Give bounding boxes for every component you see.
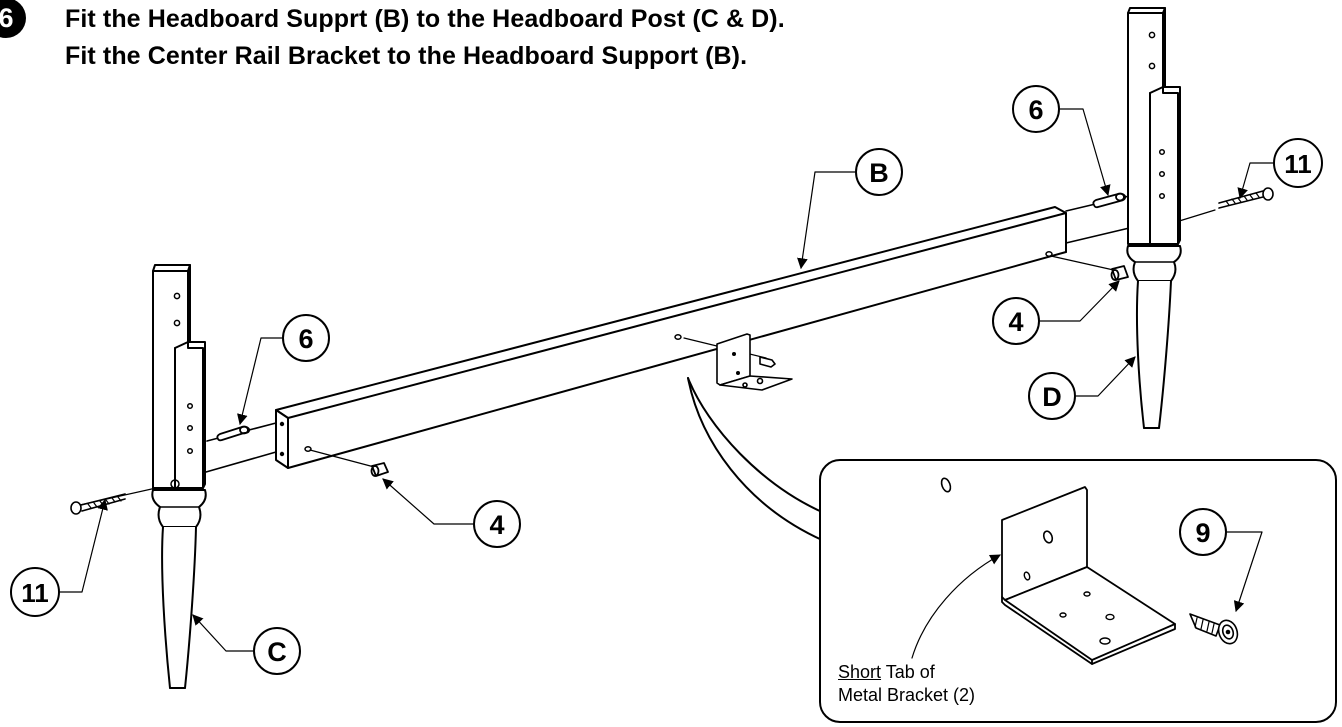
dowel-left <box>216 425 251 442</box>
instruction-line-1: Fit the Headboard Supprt (B) to the Head… <box>65 5 785 33</box>
inset-note-underlined: Short <box>838 662 882 682</box>
headboard-post-left <box>151 264 207 689</box>
callout-barrel-nut-left: 4 <box>473 500 521 548</box>
callout-dowel-left: 6 <box>282 314 330 362</box>
svg-text:6: 6 <box>1028 95 1043 125</box>
center-rail-bracket <box>716 333 793 391</box>
inset-note-rest: Tab of <box>881 662 935 682</box>
inset-note: Short Tab of Metal Bracket (2) <box>838 661 975 707</box>
callout-d: D <box>1028 372 1076 420</box>
dowel-right <box>1092 192 1127 209</box>
callout-barrel-nut-right: 4 <box>992 297 1040 345</box>
svg-text:9: 9 <box>1195 518 1210 548</box>
svg-text:11: 11 <box>1284 149 1312 179</box>
svg-text:11: 11 <box>21 578 49 608</box>
bolt-right <box>1218 187 1274 209</box>
svg-text:C: C <box>267 637 287 667</box>
callout-c: C <box>253 627 301 675</box>
callout-leaders <box>59 108 1275 652</box>
headboard-post-right <box>1126 7 1182 429</box>
svg-text:4: 4 <box>489 510 504 540</box>
callout-screw: 9 <box>1179 508 1227 556</box>
svg-text:6: 6 <box>298 324 313 354</box>
barrel-nut-right <box>1110 265 1129 281</box>
inset-note-line-2: Metal Bracket (2) <box>838 685 976 705</box>
step-number-badge: 6 <box>0 0 26 38</box>
inset-note-line-1: Short Tab of <box>838 661 975 684</box>
barrel-nut-left <box>370 462 389 477</box>
callout-bolt-left: 11 <box>10 567 60 617</box>
svg-text:B: B <box>869 158 889 188</box>
instruction-line-2: Fit the Center Rail Bracket to the Headb… <box>65 42 748 70</box>
svg-text:4: 4 <box>1008 307 1023 337</box>
callout-b: B <box>855 148 903 196</box>
headboard-support-rail <box>275 206 1067 469</box>
detail-swoosh <box>687 377 823 541</box>
svg-text:D: D <box>1042 382 1062 412</box>
screw <box>1189 613 1239 645</box>
callout-bolt-right: 11 <box>1273 138 1323 188</box>
callout-dowel-right: 6 <box>1012 85 1060 133</box>
